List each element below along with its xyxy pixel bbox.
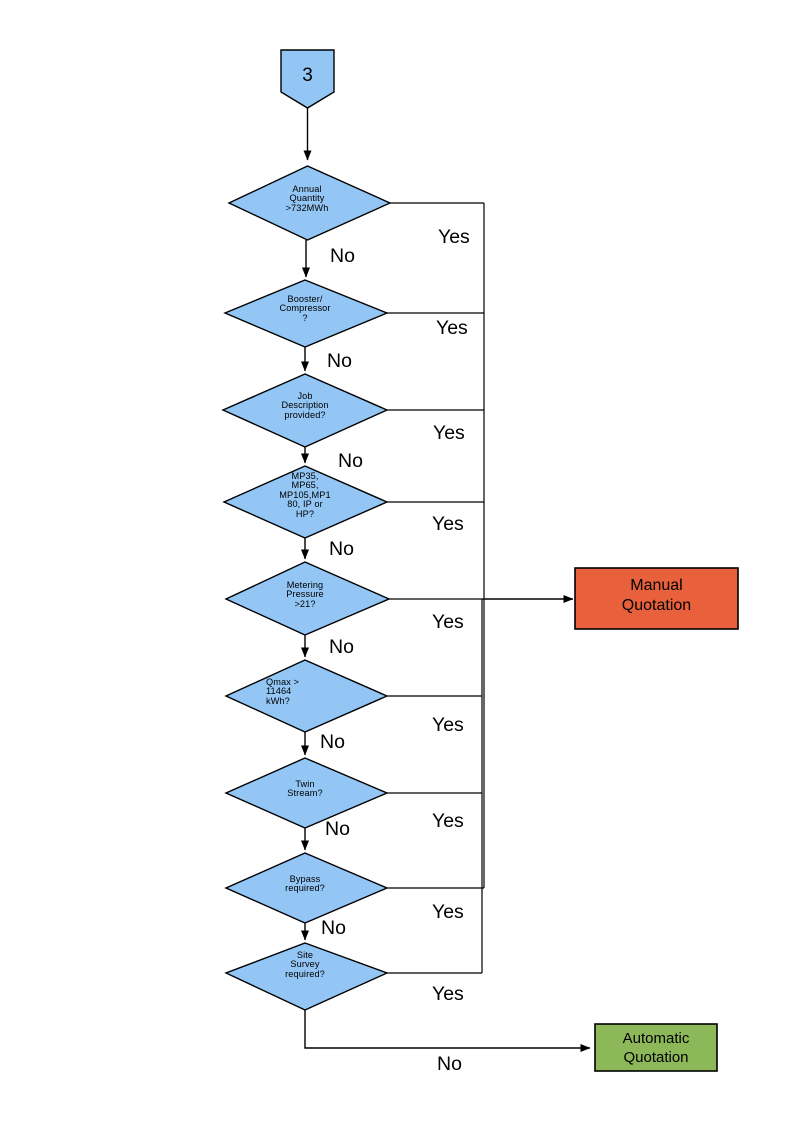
decision-shape-metering-pressure <box>224 561 391 636</box>
outcome-shape-automatic-quotation <box>594 1023 718 1072</box>
decision-shape-qmax <box>224 659 389 733</box>
edge-label-yes-annual-quantity: Yes <box>438 226 470 248</box>
outcome-shape-manual-quotation <box>574 567 739 630</box>
edge-label-no-site-survey-final: No <box>437 1053 462 1075</box>
edge-label-no-job-description: No <box>338 450 363 472</box>
decision-shape-site-survey <box>224 942 389 1011</box>
edge-label-yes-bypass-required: Yes <box>432 901 464 923</box>
edge-label-yes-site-survey: Yes <box>432 983 464 1005</box>
decision-shape-meter-type <box>222 465 389 539</box>
edge-label-no-qmax: No <box>320 731 345 753</box>
edge-label-no-twin-stream: No <box>325 818 350 840</box>
decision-shape-booster-compressor <box>223 279 389 348</box>
edge-label-yes-meter-type: Yes <box>432 513 464 535</box>
edge-label-no-meter-type: No <box>329 538 354 560</box>
edge-label-no-annual-quantity: No <box>330 245 355 267</box>
decision-shape-bypass-required <box>224 852 389 924</box>
start-connector-shape <box>280 49 335 109</box>
edge-label-yes-twin-stream: Yes <box>432 810 464 832</box>
edge-label-yes-booster-compressor: Yes <box>436 317 468 339</box>
decision-shape-twin-stream <box>224 757 389 829</box>
decision-shape-annual-quantity <box>227 165 392 241</box>
edge-label-yes-metering-pressure: Yes <box>432 611 464 633</box>
edge-label-no-metering-pressure: No <box>329 636 354 658</box>
decision-shape-job-description <box>221 373 389 448</box>
edge-label-yes-qmax: Yes <box>432 714 464 736</box>
edge-label-no-bypass-required: No <box>321 917 346 939</box>
edge-label-no-booster-compressor: No <box>327 350 352 372</box>
edge-no-site-survey-to-automatic <box>304 1010 591 1052</box>
edge-label-yes-job-description: Yes <box>433 422 465 444</box>
